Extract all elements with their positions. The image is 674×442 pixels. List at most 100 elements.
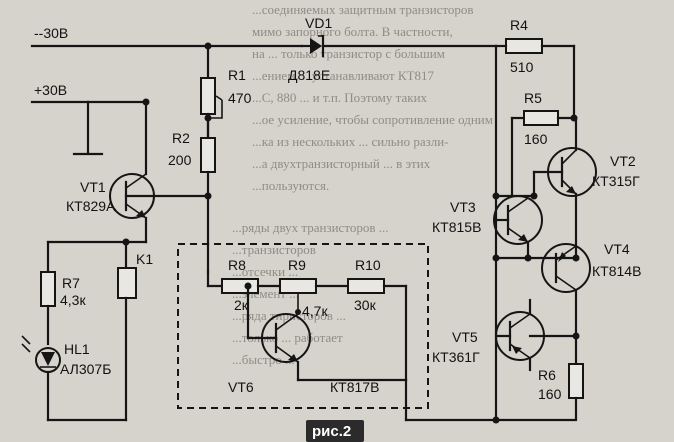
r8-body (221, 278, 259, 294)
vt2-value-label: КТ315Г (592, 173, 640, 189)
led-hl1: HL1 АЛ307Б (21, 335, 128, 422)
light-ray-icon (21, 343, 31, 353)
k1-ref-label: K1 (136, 251, 153, 267)
vt2-emitter-arrow-icon (566, 186, 576, 194)
junction-dot (492, 254, 500, 262)
vt4-ref-label: VT4 (604, 241, 630, 257)
plus-30v-label: +30В (34, 82, 67, 98)
vt3-body-icon (493, 195, 543, 245)
r7-value-label: 4,3к (60, 292, 86, 308)
diode-triangle-icon (310, 38, 322, 54)
power-rails: --30В +30В (30, 25, 304, 156)
background-line: ...ряда тиристоров ... (232, 308, 346, 323)
r2-value-label: 200 (168, 152, 192, 168)
vt3-value-label: КТ815В (432, 219, 481, 235)
resistor-r9: R9 4,7к (279, 257, 350, 319)
zener-diode-vd1: VD1 Д818Е (288, 15, 498, 83)
hl1-ref-label: HL1 (64, 341, 90, 357)
transistor-vt4: VT4 КТ814В (541, 241, 641, 338)
vt4-value-label: КТ814В (592, 263, 641, 279)
r4-ref-label: R4 (510, 17, 528, 33)
r7-ref-label: R7 (62, 275, 80, 291)
vt6-emitter-arrow-icon (288, 354, 298, 362)
vt6-ref-label: VT6 (228, 379, 254, 395)
vd1-ref-label: VD1 (305, 15, 332, 31)
r5-ref-label: R5 (524, 90, 542, 106)
background-line: ...С, 880 ... и т.п. Поэтому таких (252, 90, 428, 105)
vt6-value-label: КТ817В (330, 379, 379, 395)
r4-body (505, 38, 543, 54)
r2-ref-label: R2 (172, 130, 190, 146)
led-triangle-icon (41, 352, 55, 366)
r1-ref-label: R1 (228, 67, 246, 83)
vt3-emitter-arrow-icon (518, 234, 528, 242)
r6-body (568, 363, 584, 399)
background-line: ...ряды двух транзисторов ... (232, 220, 388, 235)
background-line: ...отсечки ... (232, 264, 298, 279)
junction-dot (295, 309, 301, 315)
vt5-value-label: КТ361Г (432, 349, 480, 365)
background-line: ...а двухтранзисторный ... в этих (252, 156, 431, 171)
minus-30v-label: --30В (34, 25, 68, 41)
junction-dot (492, 416, 500, 424)
vt4-body-icon (541, 243, 591, 293)
junction-dot (524, 254, 532, 262)
resistor-r8: R8 2к (221, 257, 282, 313)
background-line: ...соединяемых защитным транзисторов (252, 2, 474, 17)
background-line: ...ка из нескольких ... сильно разли- (252, 134, 449, 149)
dashed-module-box (177, 243, 429, 409)
r5-body (523, 110, 559, 126)
junction-dot (142, 98, 150, 106)
transistor-vt3: VT3 КТ815В (432, 195, 543, 260)
resistor-r6: R6 160 (538, 334, 584, 422)
caption-box (306, 420, 364, 442)
r5-value-label: 160 (524, 131, 548, 147)
resistor-r4: R4 510 (494, 17, 576, 120)
background-line: мимо запорного болта. В частности, (252, 24, 453, 39)
vt3-ref-label: VT3 (450, 199, 476, 215)
background-line: ...пользуются. (252, 178, 329, 193)
hl1-value-label: АЛ307Б (60, 361, 111, 377)
vt2-ref-label: VT2 (610, 153, 636, 169)
r9-body (279, 278, 317, 294)
transistor-vt6: VT6 КТ817В (228, 284, 408, 395)
r8-ref-label: R8 (228, 257, 246, 273)
vt1-value-label: КТ829А (66, 198, 116, 214)
figure-caption: рис.2 (306, 420, 364, 442)
background-line: ...транзисторов (232, 242, 316, 257)
junction-dot (244, 282, 252, 290)
r10-value-label: 30к (354, 297, 377, 313)
vt4-emitter-arrow-icon (558, 252, 566, 262)
r9-value-label: 4,7к (302, 303, 328, 319)
vt1-emitter-arrow-icon (136, 210, 146, 218)
r1-value-label: 470 (228, 90, 252, 106)
r10-body (347, 278, 385, 294)
r1-body (200, 77, 216, 115)
resistor-r5: R5 160 (510, 90, 576, 198)
r10-ref-label: R10 (355, 257, 381, 273)
vt5-emitter-arrow-icon (512, 346, 522, 354)
junction-dot (492, 192, 500, 200)
r2-body (200, 137, 216, 173)
r6-value-label: 160 (538, 386, 562, 402)
resistor-r1: R1 470 (200, 44, 252, 138)
resistor-r2: R2 200 (168, 116, 216, 274)
vd1-value-label: Д818Е (288, 67, 330, 83)
r4-value-label: 510 (510, 59, 534, 75)
background-article-text: ...соединяемых защитным транзисторов мим… (232, 2, 493, 367)
vt1-ref-label: VT1 (80, 179, 106, 195)
transistor-vt2: VT2 КТ315Г (532, 116, 640, 260)
junction-dot (572, 254, 580, 262)
background-line: на ... только транзистор с большим (252, 46, 445, 61)
r6-ref-label: R6 (538, 367, 556, 383)
transistor-vt5: VT5 КТ361Г (432, 298, 578, 372)
r8-value-label: 2к (234, 297, 249, 313)
background-line: ...только ... работает (232, 330, 343, 345)
relay-k1: K1 (117, 240, 153, 422)
resistor-r7: R7 4,3к (40, 240, 86, 346)
background-line: ...ением. ...устанавливают КТ817 (252, 68, 435, 83)
vt5-ref-label: VT5 (452, 329, 478, 345)
r7-body (40, 271, 56, 307)
